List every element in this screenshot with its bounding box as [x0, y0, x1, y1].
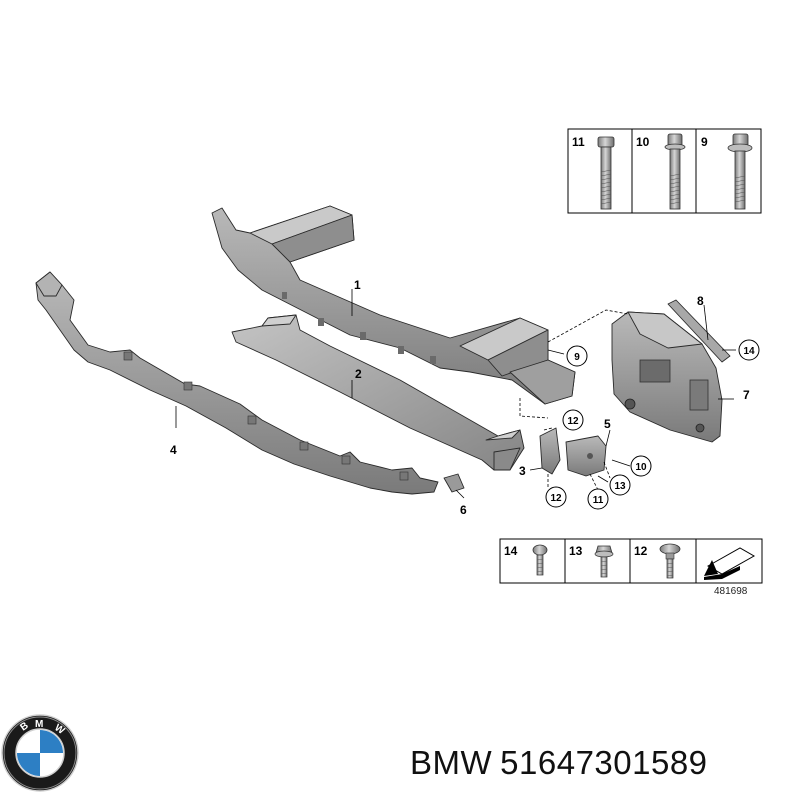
- callout-13: 13: [609, 474, 631, 496]
- callout-12-upper: 12: [562, 409, 584, 431]
- svg-text:13: 13: [614, 481, 626, 492]
- part-6-clip: [443, 473, 465, 493]
- bolt-box-label-10: 10: [636, 135, 650, 149]
- svg-text:14: 14: [743, 346, 755, 357]
- part-label-5: 5: [604, 417, 611, 431]
- bolt-11-icon: [597, 136, 615, 210]
- part-label-4: 4: [170, 443, 177, 457]
- svg-text:10: 10: [635, 462, 647, 473]
- part-label-6: 6: [460, 503, 467, 517]
- part-8-strip: [667, 299, 731, 363]
- part-label-2: 2: [355, 367, 362, 381]
- bolt-box-label-9: 9: [701, 135, 708, 149]
- bolt-box-label-11: 11: [572, 135, 585, 149]
- svg-text:11: 11: [593, 495, 604, 506]
- caption-part-number: 51647301589: [500, 744, 708, 781]
- screw-14-icon: [532, 544, 548, 576]
- part-1-bracket: [211, 205, 576, 405]
- part-7-side-frame: [611, 311, 723, 443]
- part-labels: 1 2 3 4 5 6 7 8: [170, 278, 750, 517]
- diagram-id-number: 481698: [714, 586, 748, 597]
- bmw-logo-letter-m: M: [35, 719, 43, 730]
- screw-box: 14 13 12: [499, 538, 763, 584]
- circled-callouts: 9 14 12 10 13 12 11: [545, 339, 760, 510]
- callout-11: 11: [587, 488, 609, 510]
- callout-12-lower: 12: [545, 486, 567, 508]
- svg-text:9: 9: [574, 352, 580, 363]
- screw-box-label-13: 13: [569, 544, 583, 558]
- bolt-10-icon: [664, 133, 686, 210]
- part-label-1: 1: [354, 278, 361, 292]
- direction-arrow-icon: [704, 547, 756, 580]
- svg-text:12: 12: [550, 493, 562, 504]
- part-2-carrier: [231, 314, 525, 471]
- callout-9: 9: [566, 345, 588, 367]
- bolt-box: 11 10 9: [567, 128, 762, 214]
- part-label-7: 7: [743, 388, 750, 402]
- bmw-logo: B M W: [1, 714, 79, 792]
- part-3-mount: [539, 427, 561, 475]
- leader-lines: [175, 289, 736, 499]
- screw-13-icon: [594, 545, 614, 578]
- bolt-9-icon: [727, 133, 753, 210]
- svg-text:12: 12: [567, 416, 579, 427]
- screw-12-icon: [659, 543, 681, 579]
- caption-brand: BMW: [410, 744, 493, 781]
- screw-box-label-14: 14: [504, 544, 518, 558]
- screw-box-label-12: 12: [634, 544, 648, 558]
- part-5-bracket-small: [565, 435, 607, 477]
- assembly-lines: [519, 309, 629, 491]
- part-label-3: 3: [519, 464, 526, 478]
- callout-14: 14: [738, 339, 760, 361]
- callout-10: 10: [630, 455, 652, 477]
- part-label-8: 8: [697, 294, 704, 308]
- part-4-lower-panel: [35, 271, 439, 495]
